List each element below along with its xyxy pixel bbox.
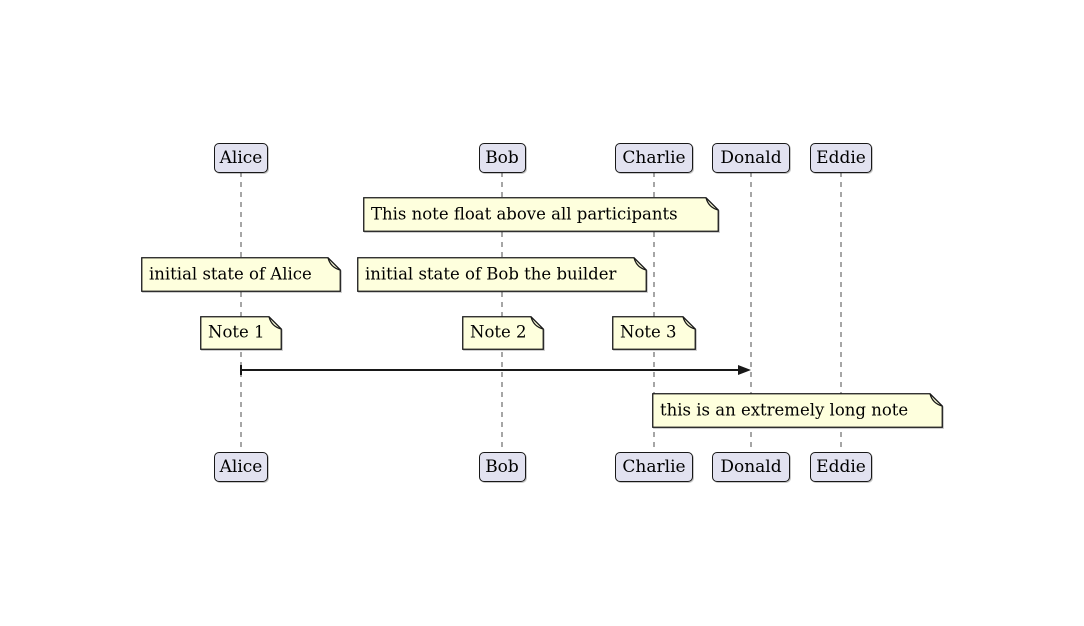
note: Note 2 (462, 316, 544, 350)
note-shape-icon (612, 316, 696, 350)
participant-box-alice-bottom: Alice (214, 452, 268, 482)
participant-box-donald-top: Donald (712, 143, 790, 173)
note-text: Note 1 (208, 322, 265, 342)
lifeline-bob (501, 172, 503, 453)
note: Note 3 (612, 316, 696, 350)
participant-box-eddie-top: Eddie (810, 143, 872, 173)
note-shape-icon (652, 393, 943, 428)
lifeline-charlie (653, 172, 655, 453)
participant-box-charlie-top: Charlie (615, 143, 693, 173)
participant-label: Bob (485, 147, 519, 168)
participant-box-alice-top: Alice (214, 143, 268, 173)
note-text: Note 2 (470, 322, 527, 342)
lifeline-donald (750, 172, 752, 453)
note-shape-icon (462, 316, 544, 350)
participant-label: Charlie (622, 456, 686, 477)
note-text: Note 3 (620, 322, 677, 342)
participant-box-donald-bottom: Donald (712, 452, 790, 482)
lifeline-eddie (840, 172, 842, 453)
participant-box-bob-bottom: Bob (478, 452, 526, 482)
lifeline-alice (240, 172, 242, 453)
participant-label: Alice (219, 456, 263, 477)
note-text: initial state of Bob the builder (365, 263, 617, 283)
participant-label: Donald (720, 456, 782, 477)
note: initial state of Alice (141, 257, 341, 292)
note-shape-icon (357, 257, 647, 292)
participant-label: Eddie (816, 456, 866, 477)
participant-box-charlie-bottom: Charlie (615, 452, 693, 482)
note-shape-icon (141, 257, 341, 292)
note-text: This note float above all participants (371, 203, 678, 223)
note: initial state of Bob the builder (357, 257, 647, 292)
participant-label: Donald (720, 147, 782, 168)
participant-label: Eddie (816, 147, 866, 168)
note: This note float above all participants (363, 197, 719, 232)
note-shape-icon (363, 197, 719, 232)
note-shape-icon (200, 316, 282, 350)
participant-box-eddie-bottom: Eddie (810, 452, 872, 482)
note-text: this is an extremely long note (660, 399, 909, 419)
message-arrow-alice-to-donald (241, 369, 747, 371)
note: Note 1 (200, 316, 282, 350)
note: this is an extremely long note (652, 393, 943, 428)
participant-label: Bob (485, 456, 519, 477)
participant-box-bob-top: Bob (478, 143, 526, 173)
participant-label: Alice (219, 147, 263, 168)
participant-label: Charlie (622, 147, 686, 168)
message-arrow-alice-to-donald-arrowhead-icon (738, 365, 751, 375)
note-text: initial state of Alice (149, 263, 312, 283)
